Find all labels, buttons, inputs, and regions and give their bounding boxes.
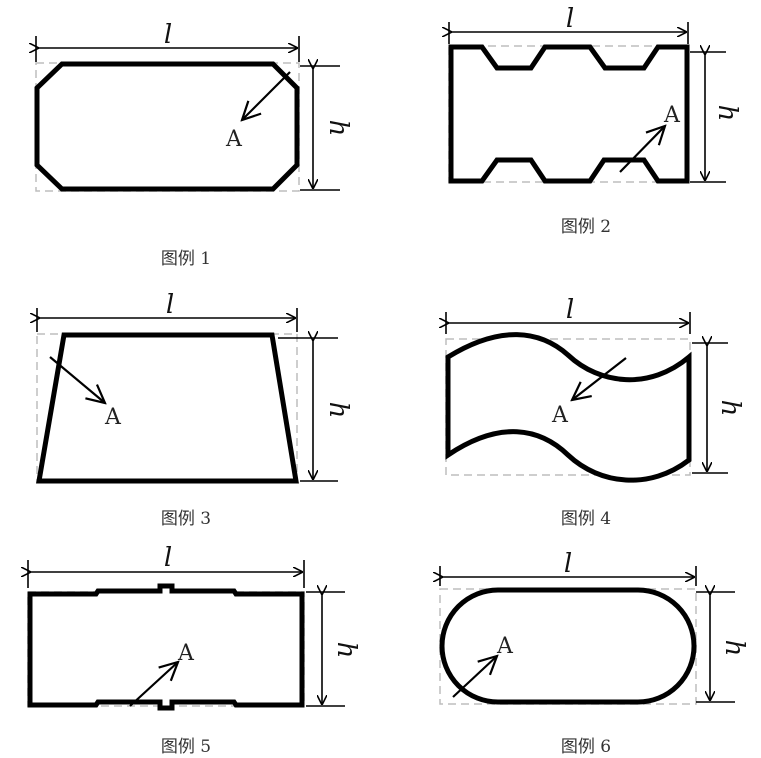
figure-2: l h A 图例 2 [449, 4, 742, 237]
figure-6: l h A 图例 6 [440, 549, 749, 757]
height-label: h [715, 400, 745, 417]
figure-4: l h A 图例 4 [446, 295, 745, 529]
trapezoid-shape [36, 332, 299, 484]
point-label: A [104, 405, 122, 430]
point-arrow [619, 126, 665, 173]
figure-caption: 图例 2 [561, 217, 611, 237]
point-arrow [452, 656, 497, 698]
figure-caption: 图例 6 [561, 737, 611, 757]
notched-rectangle-shape [27, 583, 305, 711]
figure-5: l h A 图例 5 [28, 543, 361, 757]
height-label: h [331, 642, 361, 659]
length-label: l [164, 20, 172, 50]
figure-caption: 图例 5 [161, 737, 211, 757]
height-label: h [712, 105, 742, 122]
point-label: A [496, 634, 514, 659]
length-label: l [566, 4, 574, 34]
point-label: A [551, 403, 569, 428]
point-label: A [177, 641, 195, 666]
length-label: l [566, 295, 574, 325]
chamfered-rectangle-shape [34, 61, 300, 192]
point-arrow [49, 356, 105, 403]
figure-1: l h A 图例 1 [36, 20, 353, 269]
point-arrow [242, 71, 291, 120]
length-label: l [166, 290, 174, 320]
figure-3: l h A 图例 3 [37, 290, 353, 529]
point-label: A [225, 127, 243, 152]
height-label: h [719, 640, 749, 657]
figure-caption: 图例 4 [561, 509, 611, 529]
figure-caption: 图例 3 [161, 509, 211, 529]
height-label: h [323, 120, 353, 137]
notched-rectangle-shape [448, 44, 690, 184]
wave-band-shape [445, 332, 692, 483]
figure-caption: 图例 1 [161, 249, 211, 269]
point-label: A [663, 103, 681, 128]
point-arrow [572, 357, 627, 400]
stadium-shape [439, 587, 697, 705]
point-arrow [129, 662, 178, 707]
length-label: l [164, 543, 172, 573]
height-label: h [323, 402, 353, 419]
length-label: l [564, 549, 572, 579]
